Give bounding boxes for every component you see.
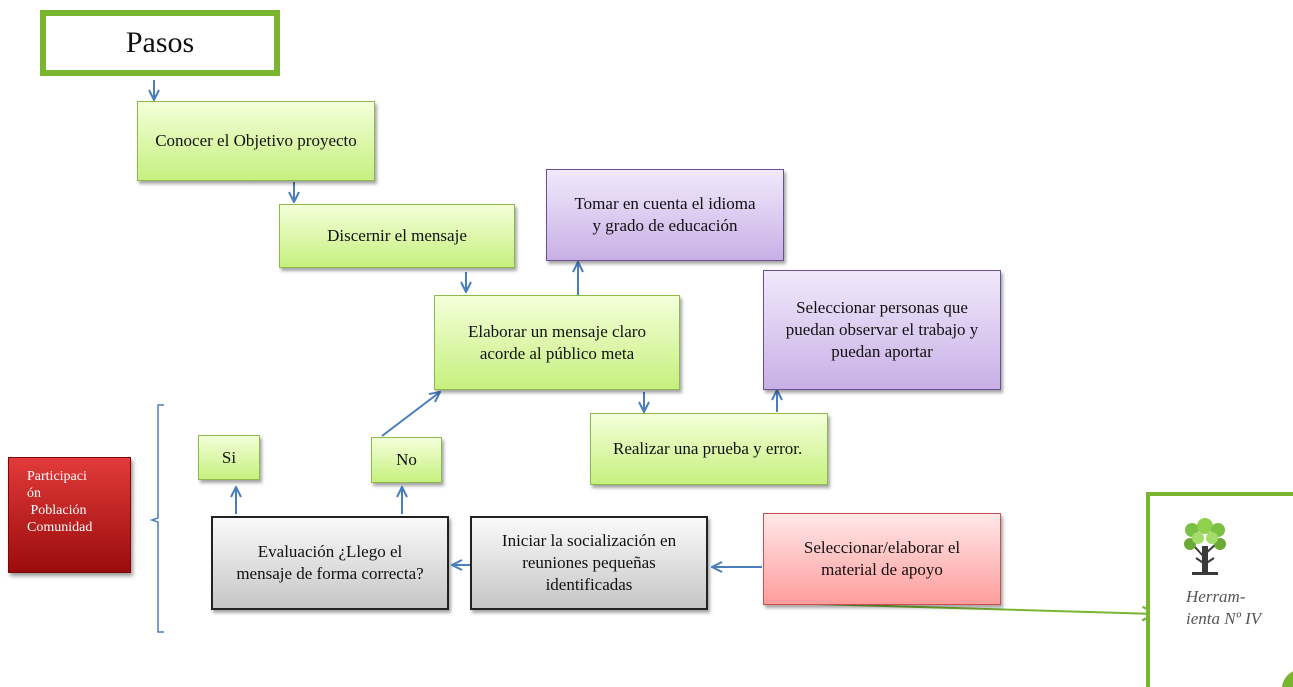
side-label-line-4: Comunidad [27, 520, 93, 535]
outcome-no: No [371, 437, 442, 483]
step-elaborar-mensaje: Elaborar un mensaje claro acorde al públ… [434, 295, 680, 390]
step-realizar-prueba: Realizar una prueba y error. [590, 413, 828, 485]
step-seleccionar-personas: Seleccionar personas que puedan observar… [763, 270, 1001, 390]
step-seleccionar-material: Seleccionar/elaborar el material de apoy… [763, 513, 1001, 605]
step-iniciar-socializacion: Iniciar la socialización en reuniones pe… [470, 516, 708, 610]
step-discernir-mensaje: Discernir el mensaje [279, 204, 515, 268]
leaf-icon [1281, 671, 1293, 687]
tree-icon [1184, 518, 1226, 575]
herramienta-panel: Herram-ienta Nº IV [1146, 492, 1293, 687]
herramienta-label: Herram-ienta Nº IV [1186, 587, 1262, 628]
step-evaluacion: Evaluación ¿Llego el mensaje de forma co… [211, 516, 449, 610]
arrow-no-elaborar [381, 392, 440, 437]
bracket [149, 404, 164, 633]
side-label-participacion: Participaci ón Población Comunidad [8, 457, 131, 573]
side-label-line-3: Población [27, 503, 87, 518]
side-label-line-1: Participaci [27, 469, 87, 484]
step-conocer-objetivo: Conocer el Objetivo proyecto [137, 101, 375, 181]
step-tomar-idioma: Tomar en cuenta el idioma y grado de edu… [546, 169, 784, 261]
arrow-material-herramienta [815, 603, 1156, 614]
outcome-si: Si [198, 435, 260, 480]
side-label-line-2: ón [27, 486, 41, 501]
title-pasos: Pasos [40, 10, 280, 76]
